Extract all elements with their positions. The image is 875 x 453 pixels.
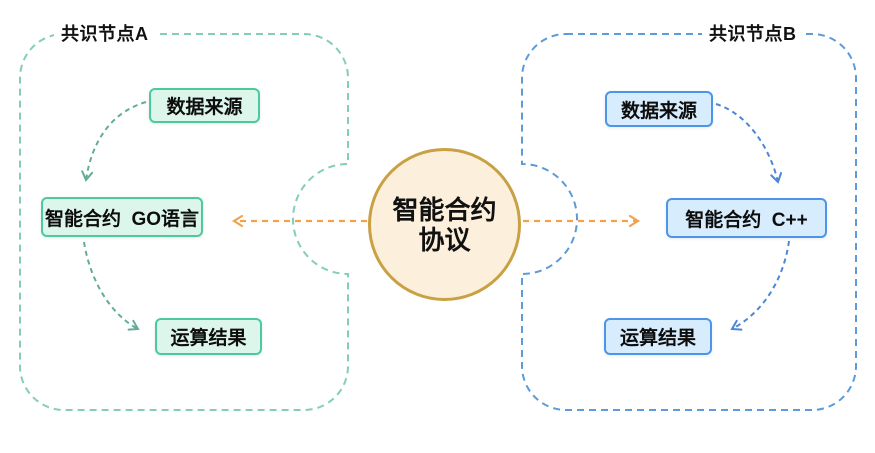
- node-a-title: 共识节点A: [54, 23, 156, 45]
- node-b-outline: [521, 33, 857, 411]
- node-a-source-box: 数据来源: [149, 88, 260, 123]
- arrow-a-source-to-contract: [81, 101, 147, 182]
- node-b-title: 共识节点B: [702, 23, 804, 45]
- node-a-outline: [19, 33, 349, 411]
- node-b-result-box: 运算结果: [604, 318, 712, 355]
- protocol-label-line1: 智能合约: [392, 194, 497, 225]
- node-b-source-box: 数据来源: [605, 91, 713, 127]
- arrow-a-contract-to-result: [83, 241, 140, 331]
- arrow-b-source-to-contract: [715, 103, 783, 184]
- arrow-b-contract-to-result: [730, 240, 790, 331]
- protocol-circle: 智能合约 协议: [368, 148, 521, 301]
- node-a-result-box: 运算结果: [155, 318, 262, 355]
- node-a-contract-box: 智能合约 GO语言: [41, 197, 203, 237]
- node-b-contract-box: 智能合约 C++: [666, 198, 827, 238]
- protocol-label-line2: 协议: [418, 224, 471, 255]
